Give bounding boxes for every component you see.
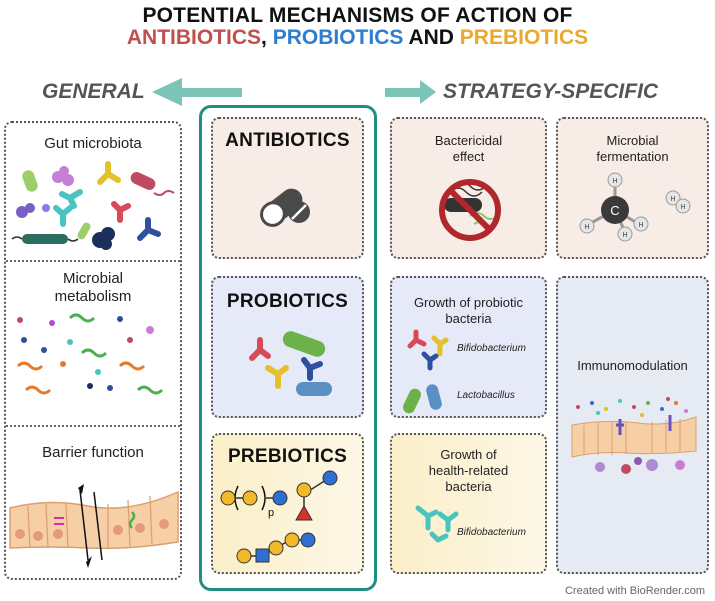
figure-title-line2: ANTIBIOTICS, PROBIOTICS AND PREBIOTICS — [0, 26, 715, 50]
header-general: GENERAL — [42, 80, 145, 103]
label-microbial-metabolism: Microbial metabolism — [54, 270, 132, 305]
probiotic-bacteria-icon — [249, 331, 332, 396]
title-and: AND — [403, 26, 460, 49]
title-prebiotics: PREBIOTICS — [459, 26, 589, 49]
no-bacteria-icon — [439, 179, 501, 241]
title-probiotics: PROBIOTICS — [272, 26, 404, 49]
gut-microbiota-illustration — [11, 161, 175, 250]
antibiotics-box — [211, 117, 364, 259]
right-arrow-icon — [385, 80, 436, 104]
immune-intestinal-illustration — [571, 397, 697, 474]
label-microbial-fermentation: Microbial fermentation — [596, 133, 669, 164]
title-comma: , — [261, 26, 273, 49]
growth-health-box — [390, 433, 547, 574]
hydrogen-label: H — [584, 224, 589, 231]
methane-hydrogen-molecule-icon: C H H H H H H — [579, 172, 691, 242]
probiotics-title: PROBIOTICS — [226, 291, 349, 312]
pill-icon — [260, 188, 310, 227]
hydrogen-label: H — [612, 178, 617, 185]
label-growth-health-related-bacteria: Growth of health-related bacteria — [428, 447, 509, 494]
general-panel — [4, 121, 182, 580]
hydrogen-label: H — [670, 196, 675, 203]
label-barrier-function: Barrier function — [42, 444, 144, 461]
carbon-label: C — [610, 203, 619, 218]
label-gut-microbiota: Gut microbiota — [44, 135, 142, 152]
figure-title-line1: POTENTIAL MECHANISMS OF ACTION OF — [142, 4, 573, 27]
probiotic-strains-icon — [403, 329, 449, 414]
fermentation-box — [556, 117, 709, 259]
barrier-function-illustration — [9, 484, 179, 568]
label-bactericidal-effect: Bactericidal effect — [434, 133, 503, 164]
hydrogen-label: H — [638, 222, 643, 229]
probiotics-box — [211, 276, 364, 418]
label-growth-probiotic-bacteria: Growth of probiotic bacteria — [413, 295, 524, 326]
header-strategy-specific: STRATEGY-SPECIFIC — [443, 80, 659, 103]
label-immunomodulation: Immunomodulation — [577, 358, 688, 373]
label-bifidobacterium-2: Bifidobacterium — [457, 527, 526, 538]
label-bifidobacterium-1: Bifidobacterium — [457, 343, 526, 354]
microbial-metabolism-illustration — [16, 313, 164, 395]
antibiotics-title: ANTIBIOTICS — [225, 130, 350, 151]
divider-1 — [6, 260, 180, 262]
prebiotics-title: PREBIOTICS — [227, 446, 348, 467]
prebiotic-oligosaccharides-icon: p — [220, 470, 338, 564]
divider-2 — [6, 425, 180, 427]
bifidobacterium-icon — [415, 505, 459, 543]
hydrogen-label: H — [622, 232, 627, 239]
prebiotics-box — [211, 433, 364, 574]
label-lactobacillus: Lactobacillus — [457, 390, 515, 401]
subscript-p: p — [268, 507, 274, 519]
title-antibiotics: ANTIBIOTICS — [126, 26, 262, 49]
strategies-panel — [199, 105, 377, 591]
hydrogen-label: H — [680, 204, 685, 211]
credit-text: Created with BioRender.com — [564, 585, 705, 597]
left-arrow-icon — [152, 78, 242, 106]
